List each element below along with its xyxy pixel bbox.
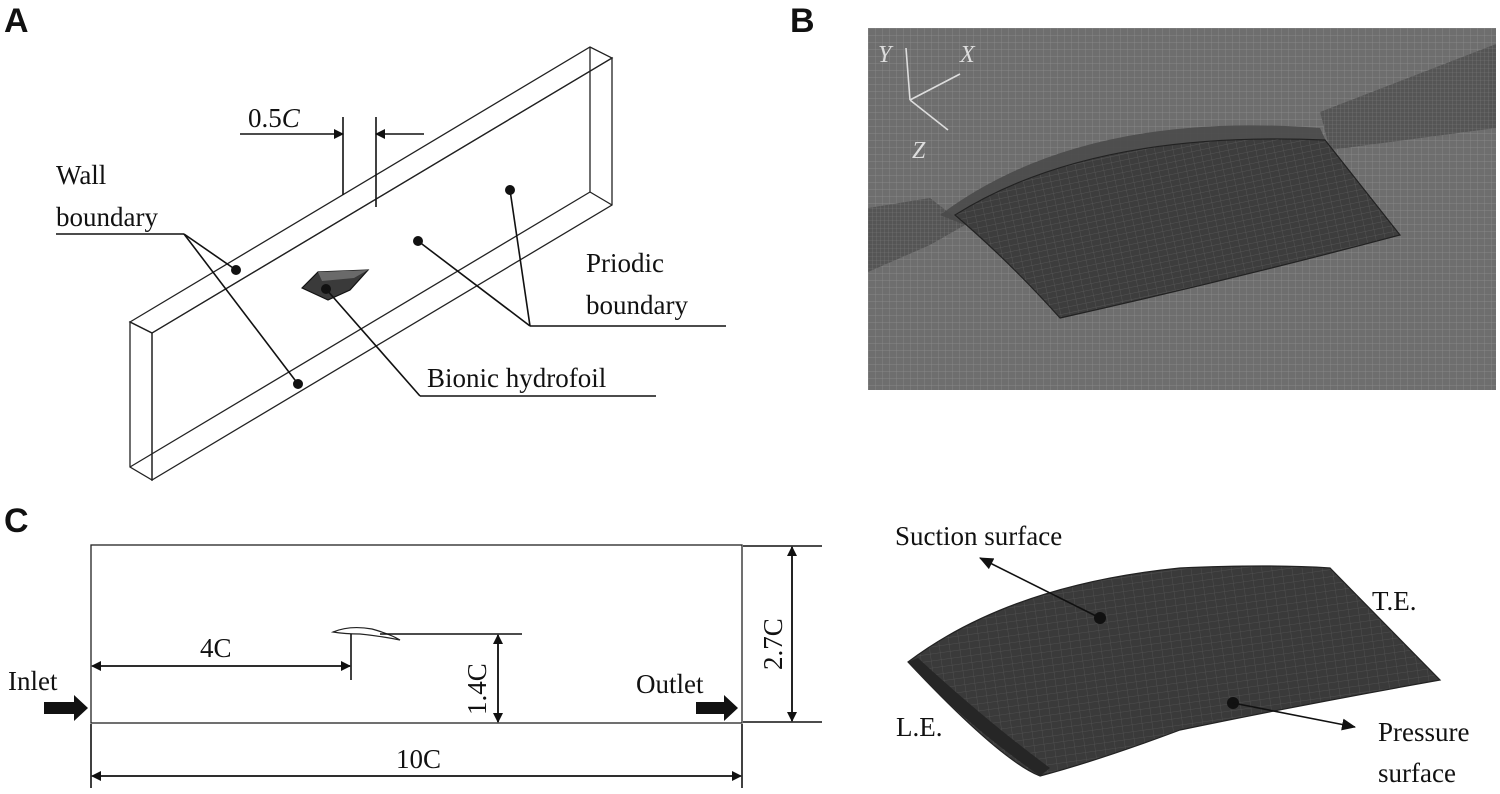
wall-point-top xyxy=(231,265,241,275)
mesh-hydrofoil-surface xyxy=(953,138,1402,319)
periodic-point-front xyxy=(413,236,423,246)
wall-boundary-label-line1: Wall xyxy=(56,160,106,190)
pressure-surface-label-line1: Pressure xyxy=(1378,717,1469,747)
outlet-callout: Outlet xyxy=(636,669,738,721)
slab-front-face xyxy=(151,56,613,482)
periodic-point-back xyxy=(505,185,515,195)
periodic-boundary-callout: Priodic boundary xyxy=(413,185,726,327)
outlet-label: Outlet xyxy=(636,669,704,699)
panel-b: B Y X Z xyxy=(790,2,1496,390)
trailing-edge-label: T.E. xyxy=(1372,586,1416,616)
axis-y-line xyxy=(905,47,911,101)
outlet-arrow-icon xyxy=(696,695,738,721)
domain-2d-outline xyxy=(90,544,743,724)
dimension-10c: 10C xyxy=(90,724,743,788)
panel-c: C 4C 1.4C 2.7C xyxy=(4,502,822,788)
dimension-0-5c: 0.5C xyxy=(240,103,424,207)
hydrofoil-callout: Bionic hydrofoil xyxy=(321,284,656,397)
axis-x-line xyxy=(909,73,961,101)
inlet-callout: Inlet xyxy=(8,666,88,721)
mesh-refinement-trailing xyxy=(1320,44,1496,150)
axis-y-label: Y xyxy=(878,42,894,68)
hydrofoil-3d-top xyxy=(318,270,368,281)
suction-surface-label: Suction surface xyxy=(895,521,1062,551)
slab-bottom-right-edge xyxy=(589,191,613,206)
airfoil-2d xyxy=(330,626,401,641)
dimension-label-2-7c: 2.7C xyxy=(758,618,788,670)
dimension-4c: 4C xyxy=(91,633,352,680)
domain-slab-3d xyxy=(128,46,614,482)
inlet-label: Inlet xyxy=(8,666,58,696)
slab-back-bottom-edge xyxy=(129,191,591,468)
dimension-1-4c: 1.4C xyxy=(380,633,522,723)
dimension-label-0-5c: 0.5C xyxy=(248,103,301,133)
axis-x-label: X xyxy=(959,42,976,68)
slab-top-face xyxy=(128,46,614,334)
panel-letter-b: B xyxy=(790,2,815,40)
mesh-refinement-leading xyxy=(868,198,965,272)
hydrofoil-mesh-3d xyxy=(907,565,1442,777)
axis-z-label: Z xyxy=(912,138,926,164)
suction-surface-callout: Suction surface xyxy=(895,521,1106,624)
hydrofoil-leading-edge xyxy=(908,658,1050,776)
dimension-label-4c: 4C xyxy=(200,633,232,663)
hydrofoil-label: Bionic hydrofoil xyxy=(427,363,606,393)
leading-edge-label: L.E. xyxy=(896,712,943,742)
wall-boundary-label-line2: boundary xyxy=(56,202,158,232)
periodic-boundary-label-line2: boundary xyxy=(586,290,688,320)
wall-point-bottom xyxy=(293,379,303,389)
panel-a: A 0.5C Wall boundary xyxy=(4,2,726,482)
panel-letter-a: A xyxy=(4,2,29,40)
dimension-2-7c: 2.7C xyxy=(743,545,822,723)
dimension-label-10c: 10C xyxy=(396,744,441,774)
dimension-label-1-4c: 1.4C xyxy=(462,663,492,715)
panel-d: Suction surface T.E. L.E. Pressure surfa… xyxy=(895,521,1469,788)
wall-boundary-callout: Wall boundary xyxy=(56,160,303,389)
axis-z-line xyxy=(909,99,949,131)
suction-surface-point xyxy=(1094,612,1106,624)
panel-letter-c: C xyxy=(4,502,29,540)
pressure-surface-label-line2: surface xyxy=(1378,758,1456,788)
axis-triad: Y X Z xyxy=(878,42,976,164)
periodic-boundary-label-line1: Priodic xyxy=(586,248,664,278)
pressure-surface-callout: Pressure surface xyxy=(1227,697,1469,788)
inlet-arrow-icon xyxy=(44,695,88,721)
